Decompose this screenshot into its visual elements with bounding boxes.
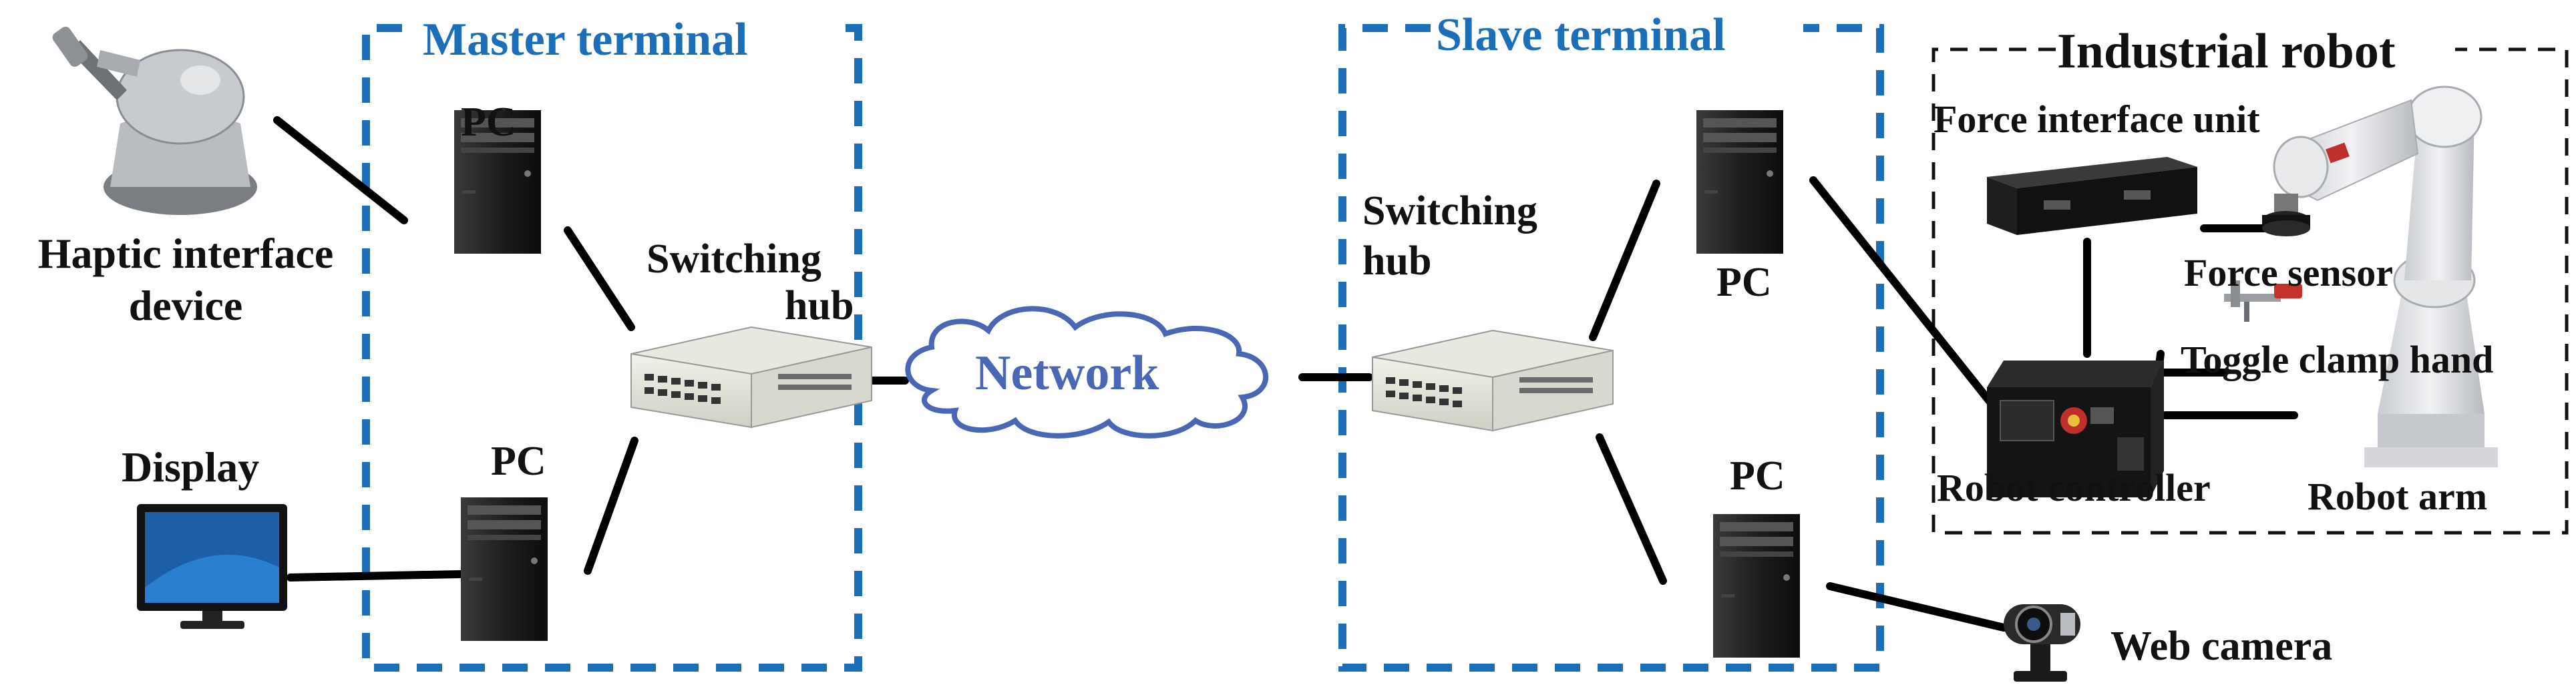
force-sensor-icon bbox=[2262, 194, 2310, 236]
force-interface-unit-icon bbox=[1987, 157, 2197, 235]
master-pc-top-label: PC bbox=[461, 99, 516, 145]
toggle-clamp-icon bbox=[2224, 280, 2302, 322]
industrial-robot-title: Industrial robot bbox=[2057, 24, 2396, 79]
slave-terminal-border bbox=[1338, 24, 1884, 672]
master-hub-label-line2: hub bbox=[785, 283, 854, 328]
toggle-clamp-label: Toggle clamp hand bbox=[2181, 338, 2494, 381]
force-sensor-label: Force sensor bbox=[2184, 251, 2393, 294]
robot-arm-label: Robot arm bbox=[2308, 475, 2488, 518]
haptic-device-icon bbox=[52, 26, 257, 215]
master-pc-bottom-label: PC bbox=[491, 439, 546, 484]
haptic-label-line2: device bbox=[128, 282, 243, 329]
robot-controller-icon bbox=[1987, 361, 2164, 497]
slave-hub-label-line1: Switching bbox=[1362, 188, 1537, 234]
slave-terminal-title: Slave terminal bbox=[1436, 9, 1726, 61]
robot-controller-label: Robot controller bbox=[1937, 466, 2211, 509]
master-hub-label-line1: Switching bbox=[647, 236, 821, 282]
slave-pc-bottom-icon bbox=[1713, 514, 1800, 658]
slave-hub-label-line2: hub bbox=[1362, 238, 1432, 284]
master-pc-bottom-icon bbox=[461, 497, 548, 641]
haptic-label-line1: Haptic interface bbox=[37, 230, 334, 277]
slave-pc-top-icon bbox=[1696, 110, 1783, 254]
slave-pc-top-label: PC bbox=[1716, 260, 1772, 305]
master-terminal-border bbox=[362, 24, 862, 672]
robot-arm-icon bbox=[2273, 85, 2498, 467]
display-icon bbox=[137, 504, 287, 629]
network-label: Network bbox=[975, 346, 1159, 401]
web-camera-icon bbox=[2004, 604, 2080, 682]
connection-lines bbox=[273, 116, 2298, 632]
slave-hub-icon bbox=[1372, 330, 1614, 431]
master-terminal-title: Master terminal bbox=[423, 14, 748, 65]
industrial-robot-border bbox=[1931, 47, 2569, 535]
web-camera-label: Web camera bbox=[2110, 624, 2333, 669]
force-interface-unit-label: Force interface unit bbox=[1934, 97, 2260, 141]
network-cloud-icon bbox=[905, 306, 1269, 439]
display-label: Display bbox=[122, 443, 260, 491]
master-hub-icon bbox=[630, 326, 872, 428]
slave-pc-bottom-label: PC bbox=[1730, 453, 1785, 499]
